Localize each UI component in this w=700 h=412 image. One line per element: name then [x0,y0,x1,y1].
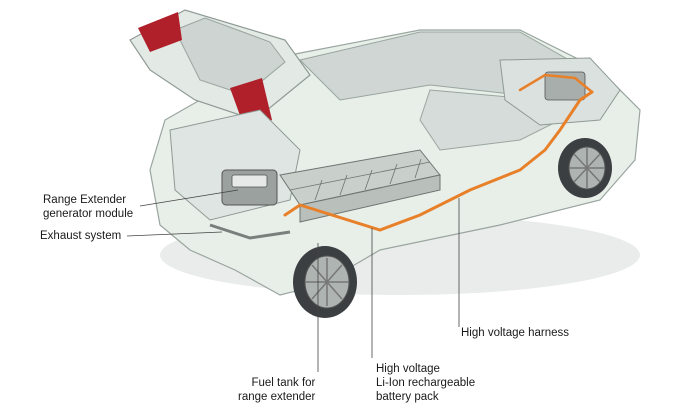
label-fuel-tank: Fuel tank for range extender [238,377,316,403]
rear-wheel [293,246,357,318]
tail-light-upper [138,12,182,52]
exhaust-pipe [209,223,291,240]
battery-pack [279,149,441,223]
label-range-extender: Range Extender generator module [43,194,134,220]
high-voltage-cable [283,90,594,232]
front-wheel [558,138,612,198]
label-battery-pack: High voltage Li-Ion rechargeable battery… [376,363,476,403]
high-voltage-cable-front [518,73,594,94]
generator-top [231,174,268,188]
label-high-voltage-harness: High voltage harness [461,327,570,339]
leader-exhaust [126,231,223,237]
leader-range-extender [139,189,239,207]
tailgate-glass [174,17,286,96]
label-exhaust-system: Exhaust system [40,230,122,242]
